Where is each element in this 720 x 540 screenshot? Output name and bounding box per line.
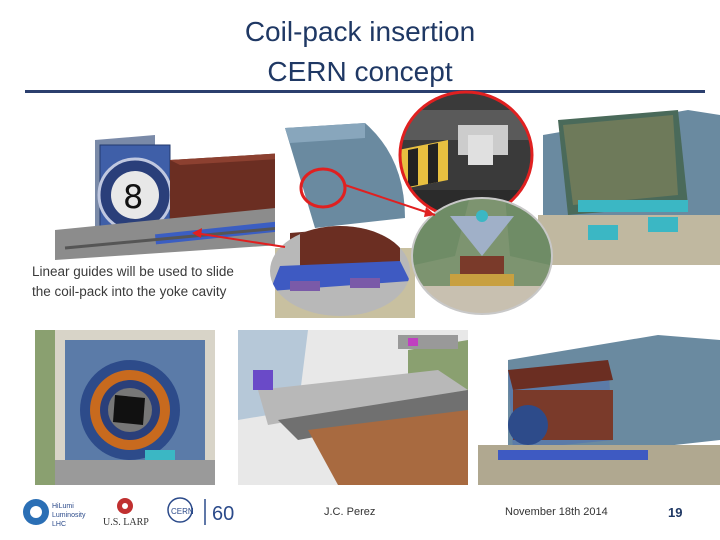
cad-image-coil-pack-inserted [478, 330, 720, 485]
title-line-2: CERN concept [267, 56, 453, 87]
slide-title: Coil-pack insertion CERN concept [0, 12, 720, 92]
60-years-logo: 60 [202, 496, 252, 528]
caption-text: Linear guides will be used to slide the … [32, 262, 282, 302]
uslarp-logo: U.S. LARP [100, 496, 150, 528]
caption-line-1: Linear guides will be used to slide [32, 264, 234, 279]
zoom-circle-rail-detail [398, 90, 534, 220]
page-number: 19 [668, 505, 683, 520]
cad-image-linear-guide [270, 226, 410, 316]
svg-text:CERN: CERN [171, 507, 194, 516]
cad-image-rail-assembly [238, 330, 468, 485]
cad-image-yoke-cross-section [35, 330, 215, 485]
caption-line-2: the coil-pack into the yoke cavity [32, 284, 227, 299]
title-divider [25, 90, 705, 93]
cad-image-yoke-open [538, 105, 720, 265]
footer-author: J.C. Perez [324, 506, 376, 518]
highlight-circle-small [298, 166, 348, 210]
svg-text:LHC: LHC [52, 521, 66, 528]
footer-date: November 18th 2014 [505, 506, 608, 518]
svg-text:8: 8 [123, 178, 143, 216]
zoom-circle-guide-detail [410, 196, 554, 316]
svg-text:U.S. LARP: U.S. LARP [103, 517, 149, 528]
svg-text:60: 60 [212, 503, 234, 525]
svg-text:Luminosity: Luminosity [52, 512, 86, 519]
title-line-1: Coil-pack insertion [244, 16, 476, 47]
cern-logo: CERN [160, 496, 200, 528]
hilumi-logo: HiLumi Luminosity LHC [22, 496, 100, 528]
svg-text:HiLumi: HiLumi [52, 503, 74, 510]
arrow-annotations [180, 175, 460, 255]
